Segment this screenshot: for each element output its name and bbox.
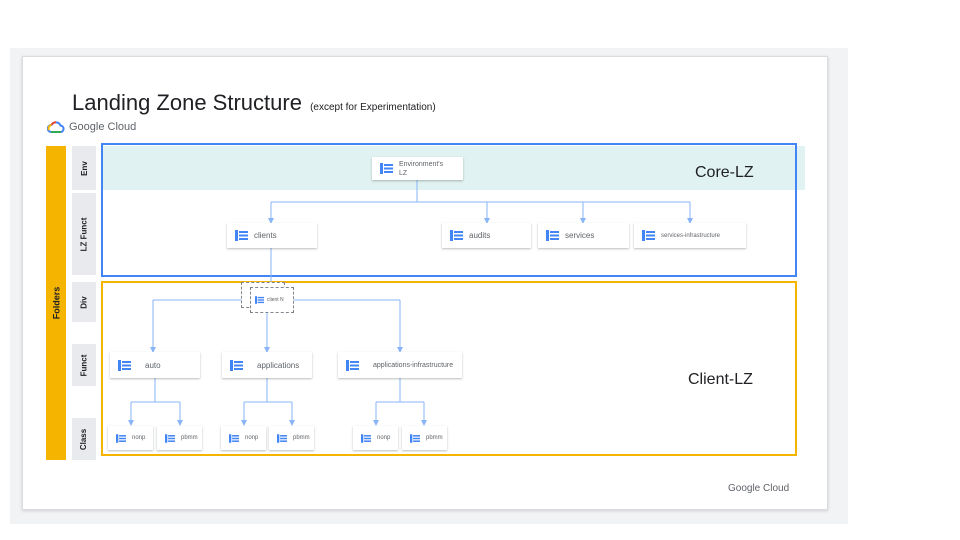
folder-stack-icon: [346, 359, 359, 371]
row-label-lz-funct-text: LZ Funct: [79, 217, 89, 251]
node-services-infrastructure[interactable]: services-infrastructure: [634, 223, 746, 248]
node-label: clients: [254, 231, 277, 240]
node-audits[interactable]: audits: [442, 223, 531, 248]
folder-stack-icon: [229, 433, 239, 443]
node-label: client N: [267, 297, 284, 303]
node-label: pbmm: [293, 435, 310, 441]
node-auto[interactable]: auto: [110, 352, 200, 378]
node-label-line1: Environment's: [399, 160, 444, 168]
folder-stack-icon: [277, 433, 287, 443]
node-clients[interactable]: clients: [227, 223, 317, 248]
node-label: nonp: [132, 435, 146, 441]
brand-name: Google Cloud: [69, 121, 137, 133]
folder-stack-icon: [255, 296, 264, 304]
row-label-funct-text: Funct: [79, 354, 89, 376]
node-applications[interactable]: applications: [222, 352, 312, 378]
row-label-div-text: Div: [79, 295, 89, 309]
folder-stack-icon: [410, 433, 420, 443]
folder-stack-icon: [235, 230, 248, 241]
node-label-line2: LZ: [399, 169, 408, 177]
node-label: auto: [145, 360, 161, 370]
node-auto-pbmm[interactable]: pbmm: [157, 426, 202, 450]
folder-stack-icon: [450, 230, 463, 241]
node-applications-infrastructure-nonp[interactable]: nonp: [353, 426, 398, 450]
google-cloud-logo-icon: [47, 121, 65, 133]
title-text: Landing Zone Structure: [72, 90, 302, 115]
row-label-class: Class: [72, 418, 96, 460]
row-label-div: Div: [72, 282, 96, 322]
node-environment-lz[interactable]: Environment's LZ: [372, 157, 463, 180]
folder-stack-icon: [230, 359, 243, 371]
row-label-env-text: Env: [79, 160, 89, 176]
core-lz-box: [101, 143, 797, 277]
row-label-env: Env: [72, 146, 96, 190]
node-label: audits: [469, 231, 491, 240]
folder-stack-icon: [642, 230, 655, 241]
folders-label: Folders: [51, 286, 62, 320]
folder-stack-icon: [118, 359, 131, 371]
node-applications-pbmm[interactable]: pbmm: [269, 426, 314, 450]
node-label: applications-infrastructure: [373, 361, 454, 369]
node-auto-nonp[interactable]: nonp: [108, 426, 153, 450]
node-applications-infrastructure[interactable]: applications-infrastructure: [338, 352, 462, 378]
row-label-funct: Funct: [72, 344, 96, 386]
folder-stack-icon: [165, 433, 175, 443]
folder-stack-icon: [361, 433, 371, 443]
node-label: Environment's LZ: [399, 160, 443, 178]
node-label: pbmm: [426, 435, 443, 441]
page-title: Landing Zone Structure (except for Exper…: [72, 90, 436, 116]
folder-stack-icon: [116, 433, 126, 443]
node-label: services: [565, 231, 595, 240]
node-label: pbmm: [181, 435, 198, 441]
node-label: nonp: [377, 435, 391, 441]
node-label: applications: [257, 360, 300, 370]
node-label: services-infrastructure: [661, 232, 721, 239]
folder-stack-icon: [546, 230, 559, 241]
node-client-n[interactable]: client N: [250, 287, 294, 313]
folder-stack-icon: [380, 163, 393, 174]
node-applications-nonp[interactable]: nonp: [221, 426, 266, 450]
folders-bar: Folders: [46, 146, 66, 460]
google-cloud-logo: Google Cloud: [47, 121, 136, 133]
client-lz-box: [101, 281, 797, 456]
footer-brand: Google Cloud: [728, 483, 790, 494]
core-lz-label: Core-LZ: [695, 164, 754, 181]
client-lz-label: Client-LZ: [688, 371, 753, 388]
node-applications-infrastructure-pbmm[interactable]: pbmm: [402, 426, 447, 450]
row-label-lz-funct: LZ Funct: [72, 193, 96, 275]
node-services[interactable]: services: [538, 223, 629, 248]
node-label: nonp: [245, 435, 259, 441]
title-subtitle: (except for Experimentation): [310, 102, 436, 113]
row-label-class-text: Class: [79, 428, 89, 450]
